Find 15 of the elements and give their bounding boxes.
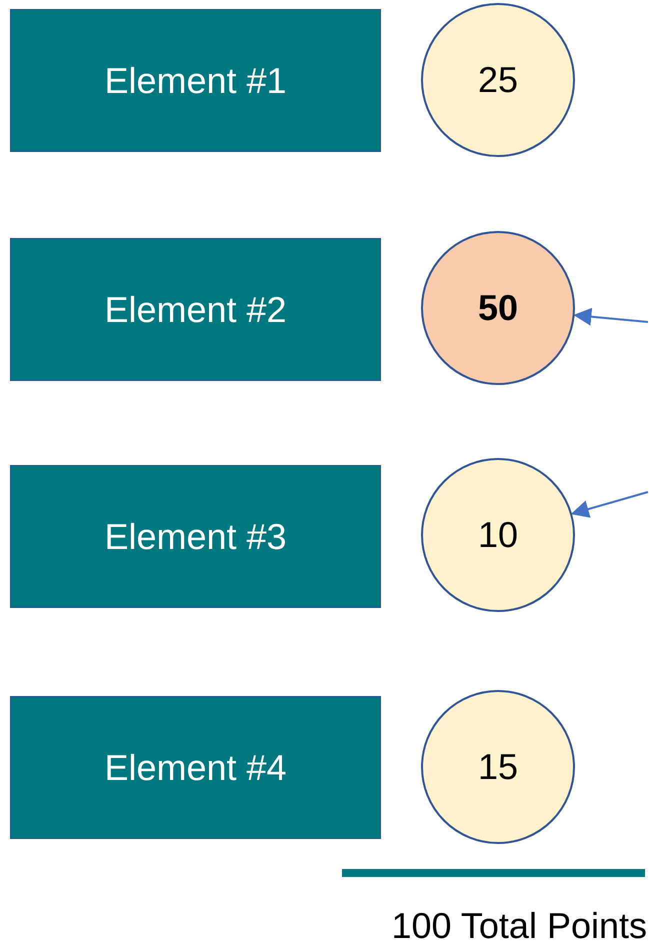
element-name: Element #4 (104, 746, 287, 788)
arrow (570, 491, 648, 518)
points-value: 25 (478, 59, 518, 101)
points-value: 50 (478, 287, 518, 329)
element-box (10, 465, 381, 608)
element-box (10, 9, 381, 152)
element-name: Element #1 (104, 60, 287, 102)
element-name: Element #2 (104, 288, 287, 330)
element-box (10, 696, 381, 839)
element-name: Element #3 (104, 516, 287, 558)
arrow (573, 308, 648, 326)
points-value: 10 (478, 514, 518, 556)
points-value: 15 (478, 746, 518, 788)
total-label: 100 Total Points (391, 905, 647, 947)
element-box (10, 238, 381, 381)
